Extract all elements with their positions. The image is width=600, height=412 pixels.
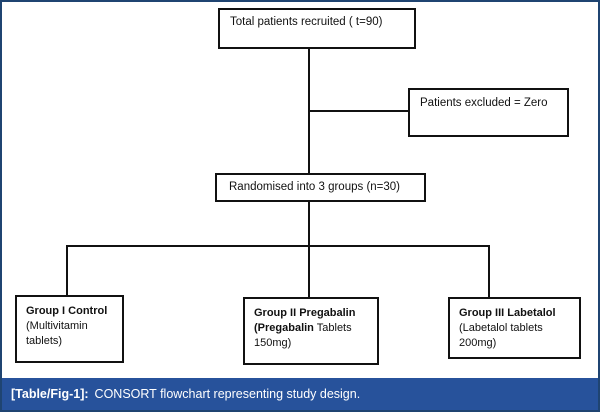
node-randomised: Randomised into 3 groups (n=30) <box>215 173 426 202</box>
node-group-3-sub-line-1: (Labetalol tablets <box>459 321 543 334</box>
connector-distribution-bar <box>66 245 490 247</box>
node-group-2-sub-rest: Tablets <box>313 321 352 334</box>
connector-drop-group3 <box>488 245 490 297</box>
consort-flowchart: Total patients recruited ( t=90) Patient… <box>15 8 581 365</box>
connector-drop-group2 <box>308 245 310 297</box>
node-group-2-sub-bold: (Pregabalin <box>254 321 314 334</box>
node-group-1-sub-line-2: tablets) <box>26 334 63 347</box>
node-group-2-sub-line-2: 150mg) <box>254 336 292 349</box>
node-group-1-title: Group I Control <box>26 305 108 317</box>
node-group-1-sub-line-1: (Multivitamin <box>26 319 88 332</box>
node-group-3-title: Group III Labetalol <box>459 307 556 319</box>
node-group-3-sub-line-2: 200mg) <box>459 336 497 349</box>
connector-branch-to-excluded <box>308 110 408 112</box>
connector-drop-group1 <box>66 245 68 295</box>
node-total-recruited: Total patients recruited ( t=90) <box>218 8 416 49</box>
node-patients-excluded-label: Patients excluded = Zero <box>420 97 548 109</box>
node-randomised-label: Randomised into 3 groups (n=30) <box>229 181 401 193</box>
node-patients-excluded: Patients excluded = Zero <box>408 88 569 137</box>
node-group-1-control: Group I Control (Multivitamin tablets) <box>15 295 124 363</box>
node-total-recruited-label: Total patients recruited ( t=90) <box>230 16 383 28</box>
node-group-2-title: Group II Pregabalin <box>254 307 356 319</box>
figure-caption-bar: [Table/Fig-1]: CONSORT flowchart represe… <box>2 378 598 410</box>
node-group-3-labetalol: Group III Labetalol (Labetalol tablets 2… <box>448 297 581 359</box>
connector-randomised-to-branch <box>308 202 310 247</box>
node-group-2-pregabalin: Group II Pregabalin (Pregabalin Tablets … <box>243 297 379 365</box>
node-group-2-sub-line-1: (Pregabalin Tablets <box>254 321 371 336</box>
figure-caption-label: [Table/Fig-1]: <box>11 387 89 401</box>
figure-caption-text: CONSORT flowchart representing study des… <box>94 387 361 401</box>
